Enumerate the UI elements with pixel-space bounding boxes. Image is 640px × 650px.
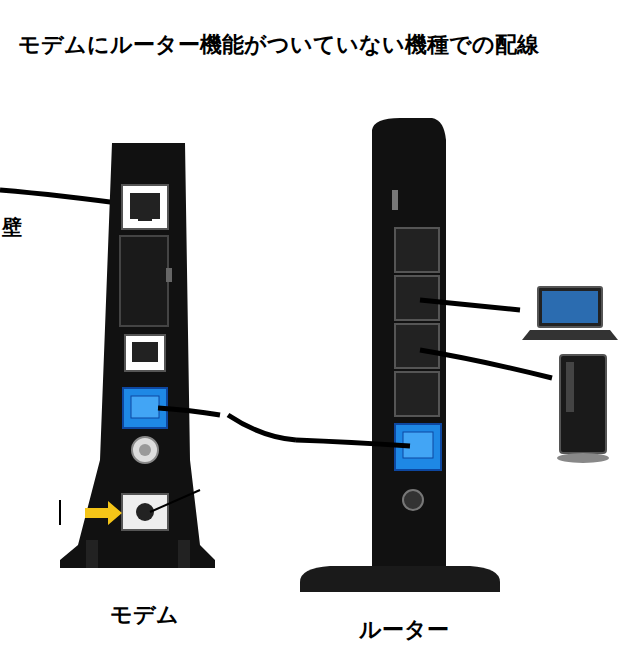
router-node: ルーター (296, 115, 512, 645)
desktop-illustration (557, 355, 609, 463)
diagram-title: モデムにルーター機能がついていない機種での配線 (18, 30, 539, 60)
wall-label: 壁 (2, 214, 22, 241)
ethernet-cable (228, 415, 296, 440)
router-illustration (300, 118, 500, 592)
laptop-illustration (522, 287, 618, 340)
device-label: ルーター (296, 615, 512, 645)
power-arrow (85, 501, 122, 525)
cable-segment (158, 408, 220, 415)
modem-illustration (60, 143, 215, 568)
lan-cable (420, 300, 520, 310)
lan-cable (420, 350, 552, 378)
modem-node: モデム (60, 140, 228, 630)
cable-segment (296, 440, 410, 446)
device-label: モデム (60, 600, 228, 630)
